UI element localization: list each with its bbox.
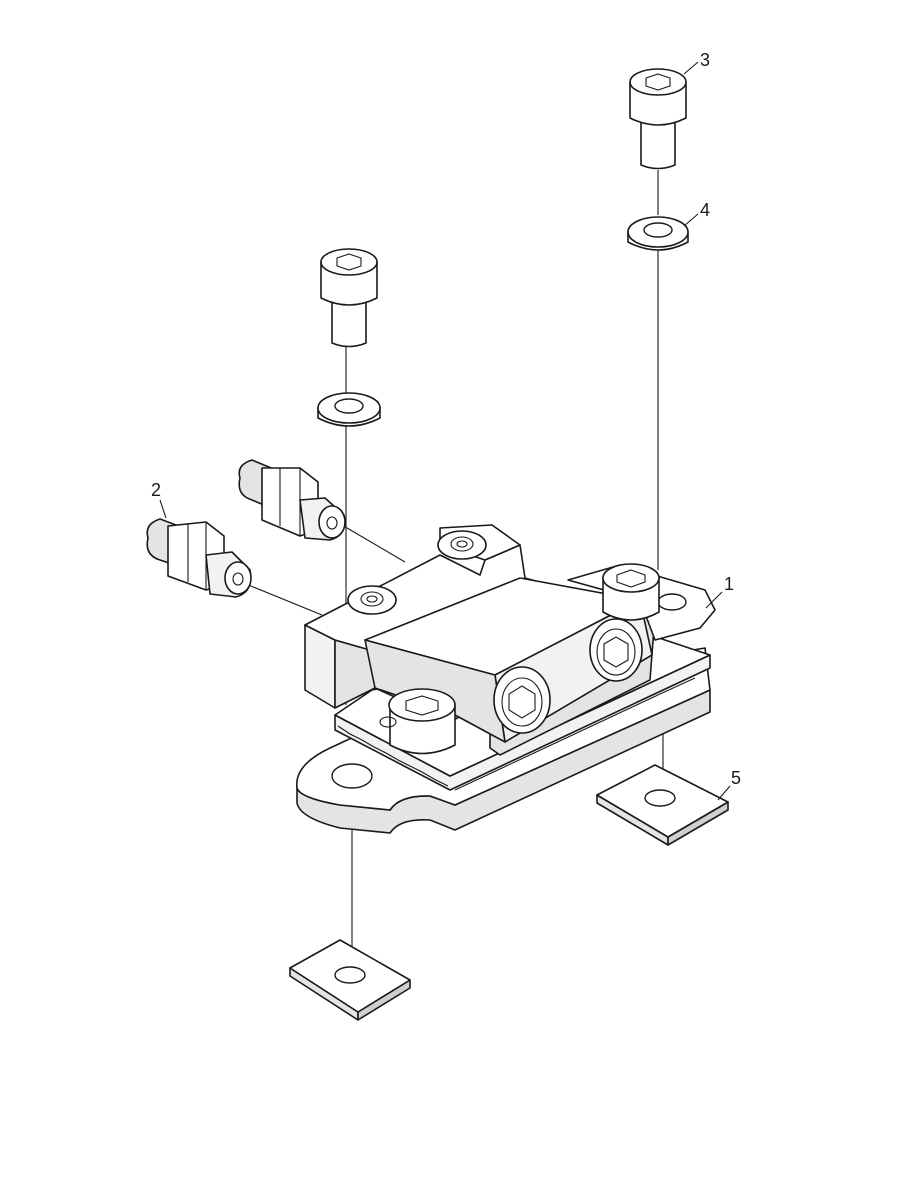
callout-1-label: 1 [724,574,734,594]
hydraulic-fitting-front [146,518,252,598]
side-screw-left [493,666,551,734]
callout-5-label: 5 [731,768,741,788]
t-slot-nut-right [596,764,729,846]
cap-screw-right [629,68,687,170]
clamp-socket-screw-front [379,688,456,755]
tool-holder-body [296,524,716,834]
callout-5: 5 [717,768,741,801]
callout-1: 1 [705,574,734,609]
hydraulic-fitting-rear [238,459,346,541]
block-top-screw-rear [437,530,487,560]
side-screw-right [589,618,643,682]
washer-left [317,392,381,427]
washer-right [627,216,689,251]
clamp-socket-screw-right [602,563,660,621]
cap-screw-left [320,248,378,348]
callout-4: 4 [683,200,710,227]
callout-2-label: 2 [151,480,161,500]
t-slot-nut-left [289,939,411,1021]
base-lug-hole [331,763,373,789]
block-top-screw-front [347,585,397,615]
callout-4-label: 4 [700,200,710,220]
callout-2: 2 [151,480,167,519]
callout-3: 3 [683,50,710,75]
callout-3-label: 3 [700,50,710,70]
